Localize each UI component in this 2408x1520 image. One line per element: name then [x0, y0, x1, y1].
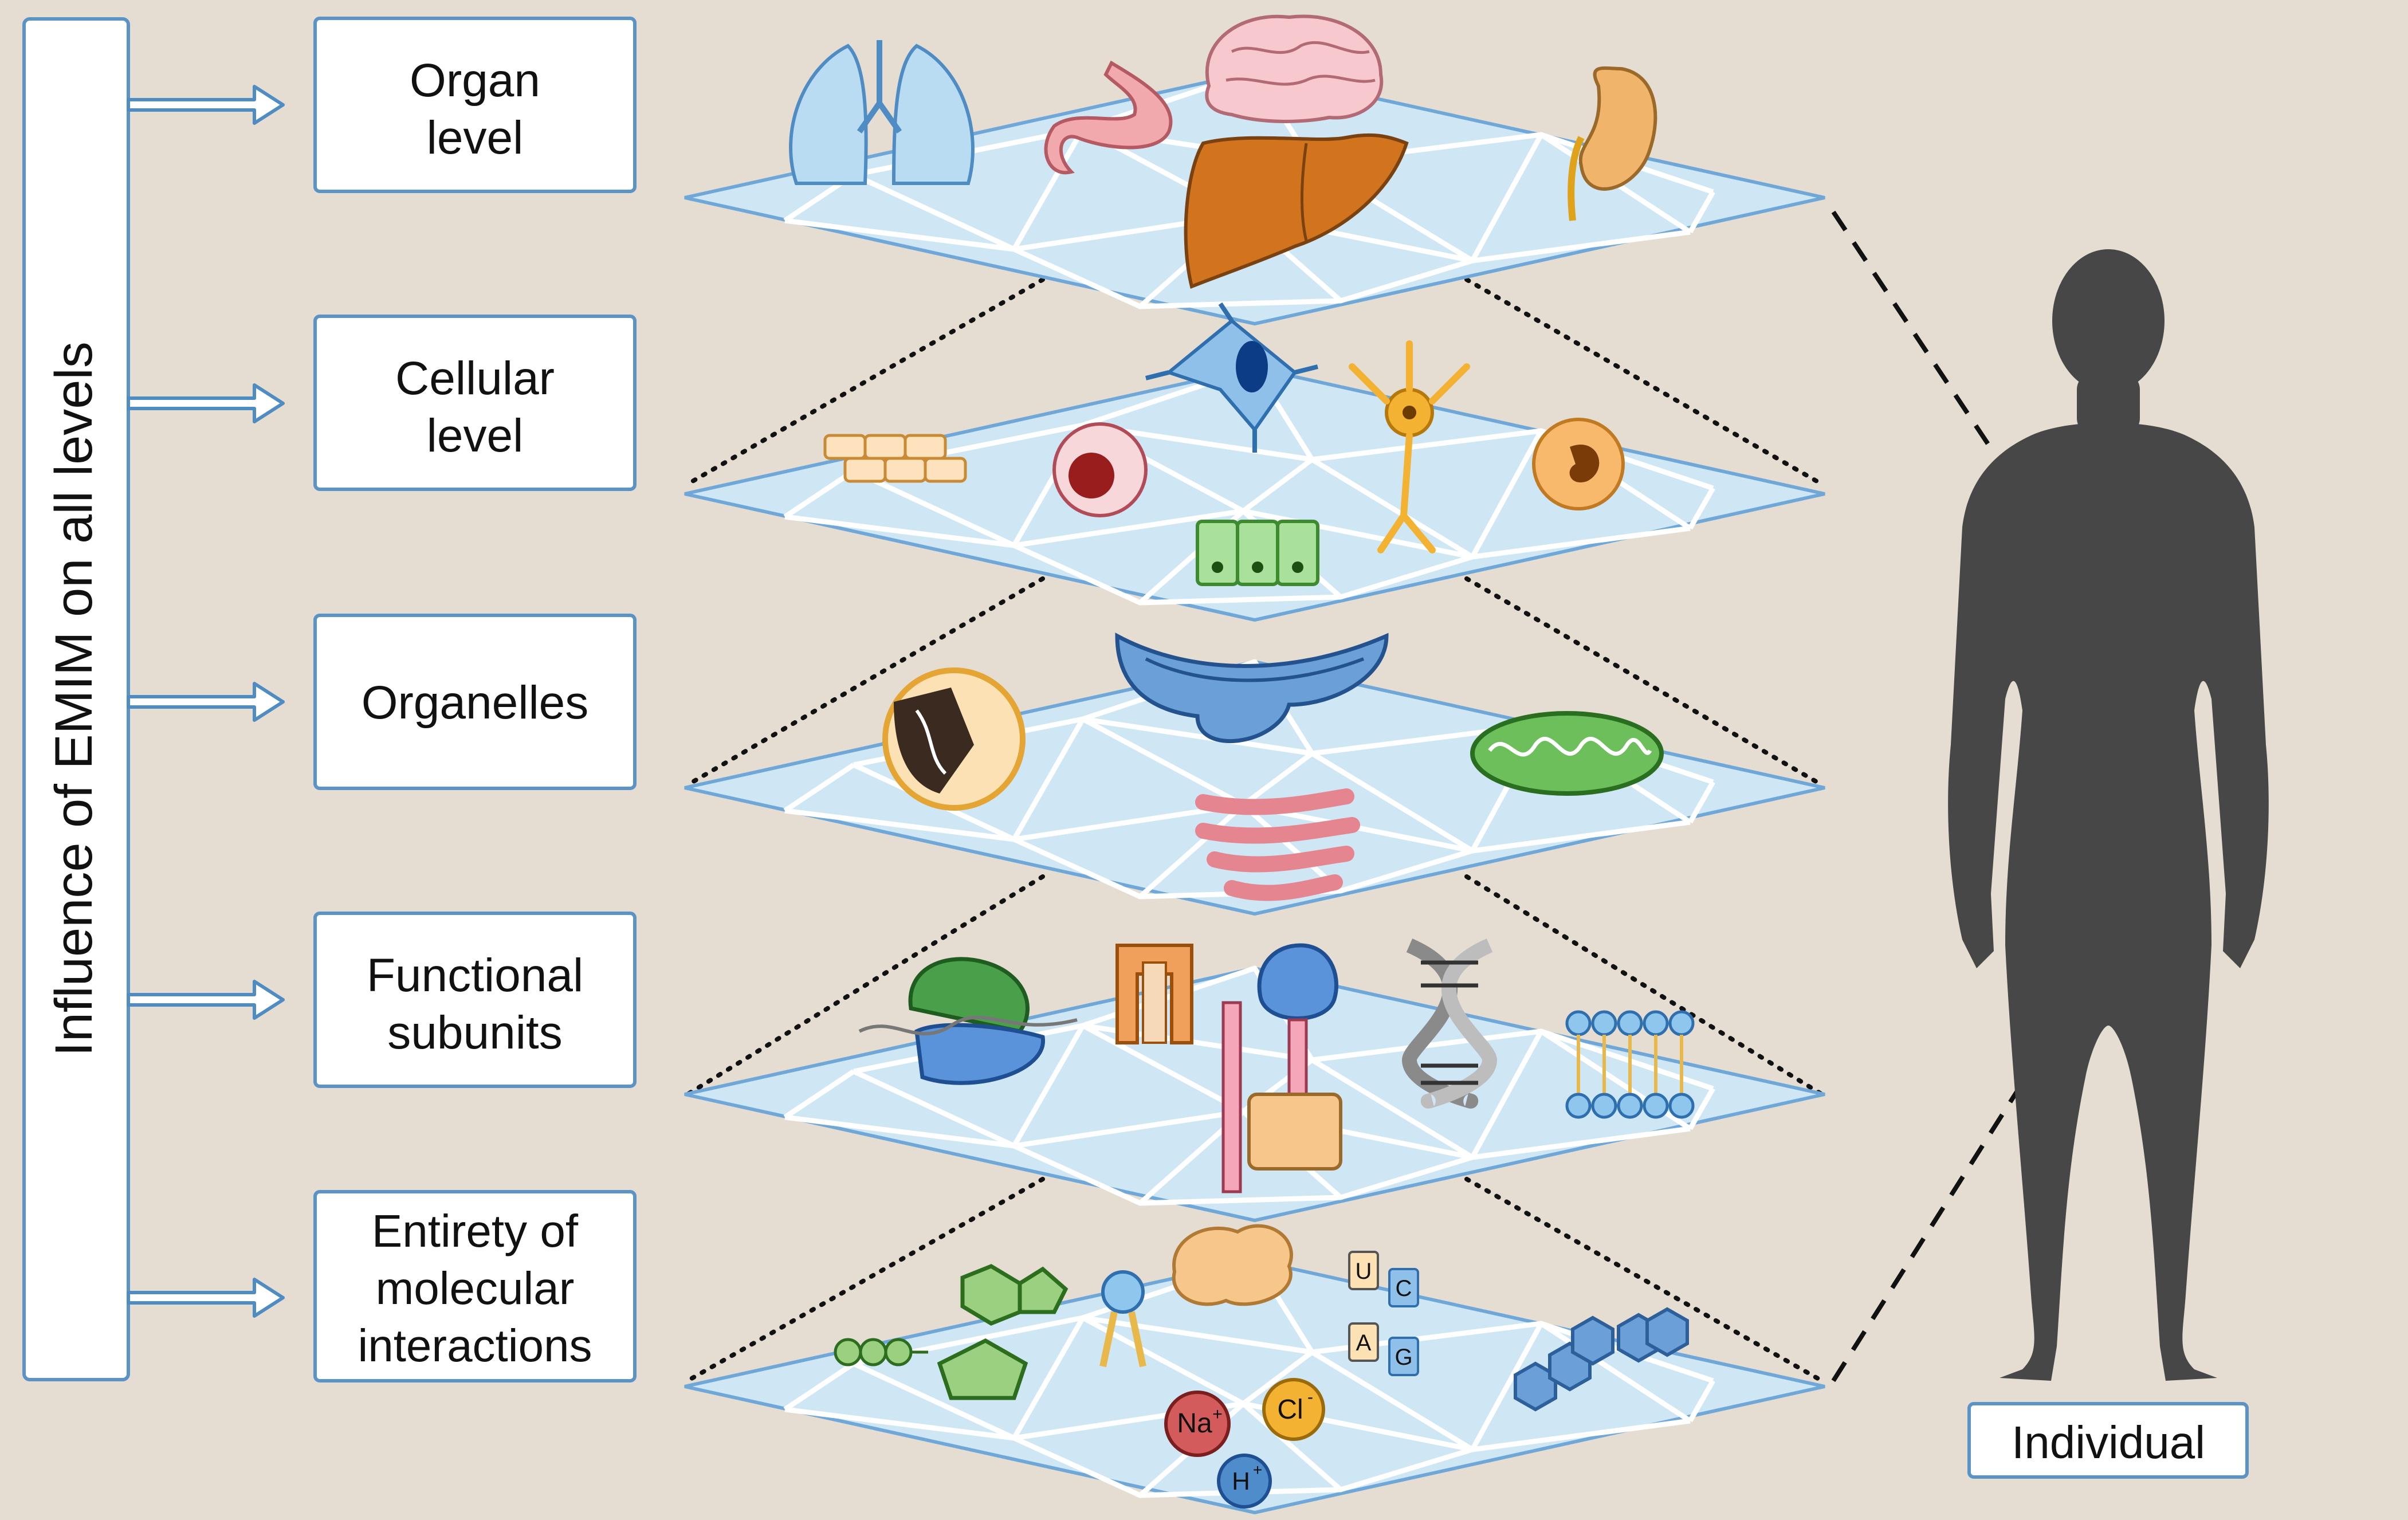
level-box-cellular: Cellular level: [313, 315, 637, 491]
level-box-molecular: Entirety of molecular interactions: [313, 1190, 637, 1382]
chloride-charge: -: [1307, 1388, 1313, 1407]
level-box-functional: Functional subunits: [313, 912, 637, 1088]
epithelial-cells-icon: [823, 434, 967, 483]
individual-connectors: [1831, 210, 2025, 1382]
molecular-line2: molecular: [376, 1263, 575, 1314]
base-c-label: C: [1396, 1276, 1412, 1301]
plane-molecular-interactions: U C A G Na + Cl - H +: [685, 1224, 1825, 1513]
sodium-label: Na: [1177, 1408, 1212, 1439]
ion-channel-icon: [1115, 944, 1193, 1044]
base-u-label: U: [1356, 1259, 1372, 1284]
molecular-line1: Entirety of: [372, 1205, 579, 1256]
phospholipid-icon: [1099, 1270, 1146, 1368]
level-box-organ: Organ level: [313, 17, 637, 193]
liver-icon: [1184, 133, 1409, 289]
level-arrows: [128, 87, 283, 1316]
dna-helix-icon: [1401, 938, 1498, 1109]
protein-blob-icon: [1172, 1224, 1293, 1306]
functional-line1: Functional: [367, 949, 583, 1001]
hydrogen-ion-icon: H +: [1217, 1454, 1272, 1509]
base-g-label: G: [1394, 1345, 1412, 1370]
molecular-line3: interactions: [358, 1320, 592, 1371]
lipid-bilayer-icon: [1567, 1012, 1693, 1117]
functional-line2: subunits: [387, 1007, 562, 1059]
organ-level-line1: Organ: [410, 54, 540, 107]
hydrogen-charge: +: [1253, 1461, 1262, 1479]
sodium-charge: +: [1212, 1405, 1223, 1424]
chloride-label: Cl: [1277, 1395, 1303, 1425]
base-a-label: A: [1356, 1330, 1372, 1356]
hydrogen-label: H: [1232, 1467, 1250, 1495]
plane-connectors: [685, 277, 1824, 1383]
nucleus-icon: [882, 667, 1026, 811]
plane-organelles: [685, 633, 1825, 914]
rna-bases-icon: U C A G: [1348, 1251, 1419, 1376]
chloride-ion-icon: Cl -: [1262, 1378, 1325, 1441]
brain-icon: [1205, 14, 1384, 123]
cellular-level-line2: level: [427, 410, 524, 462]
individual-label-box: Individual: [1967, 1402, 2249, 1479]
macrophage-icon: [1532, 418, 1625, 510]
cellular-level-line1: Cellular: [395, 352, 555, 404]
stomach-icon: [1044, 60, 1173, 175]
atp-synthase-icon: [1221, 943, 1342, 1193]
golgi-icon: [1195, 788, 1360, 901]
human-silhouette-icon: [1948, 249, 2269, 1381]
organ-level-line2: level: [427, 112, 524, 164]
mitochondrion-icon: [1470, 711, 1664, 796]
red-nucleus-cell-icon: [1052, 422, 1148, 517]
influence-bar: Influence of EMIM on all levels: [22, 17, 130, 1381]
individual-label: Individual: [2012, 1417, 2205, 1468]
endoplasmic-reticulum-icon: [1115, 633, 1389, 743]
ribosome-icon: [858, 957, 1078, 1085]
plane-cellular-level: [685, 302, 1825, 620]
sodium-ion-icon: Na +: [1164, 1391, 1231, 1457]
columnar-cells-icon: [1196, 520, 1319, 586]
level-box-organelles: Organelles: [313, 614, 637, 790]
organelles-label: Organelles: [362, 677, 589, 729]
nucleotide-chain-icon: [834, 1264, 1069, 1400]
dendritic-cell-icon: [1145, 302, 1318, 453]
kidney-icon: [1568, 66, 1657, 221]
plane-functional-subunits: [685, 938, 1825, 1220]
plane-organ-level: [685, 14, 1825, 324]
neuron-icon: [1349, 340, 1470, 553]
influence-label: Influence of EMIM on all levels: [45, 341, 103, 1056]
lungs-icon: [789, 40, 975, 185]
